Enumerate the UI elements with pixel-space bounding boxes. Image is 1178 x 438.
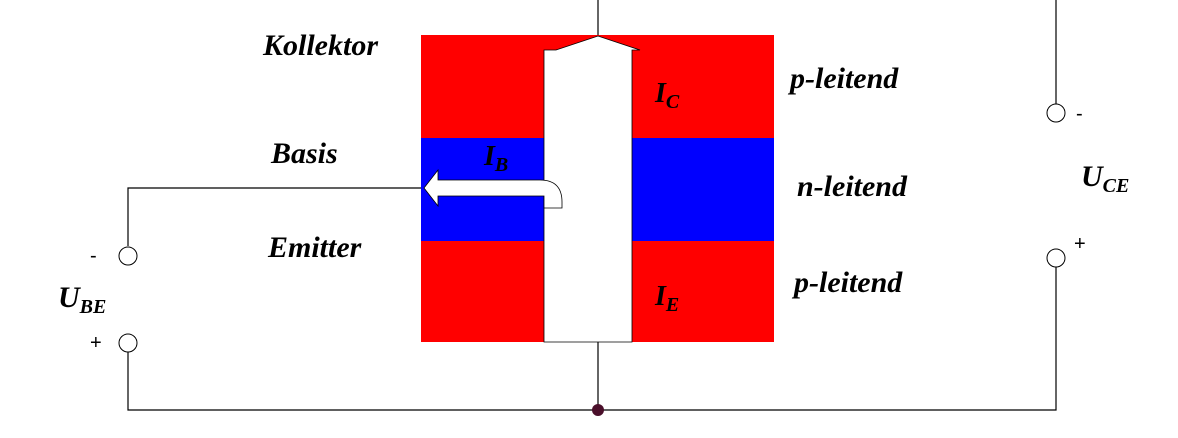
emitter-label: Emitter [267, 231, 362, 264]
uce-plus-terminal [1046, 248, 1066, 268]
emitter-collector-current-arrow [543, 35, 641, 343]
uce-label: UCE [1081, 160, 1129, 197]
n-mid-label: n-leitend [797, 170, 908, 203]
collector-label: Kollektor [262, 29, 378, 62]
uce-minus-terminal [1046, 103, 1066, 123]
uce-minus-sign: - [1076, 103, 1083, 125]
junction-dot [592, 404, 604, 416]
ib-label: IB [483, 141, 508, 176]
uce-plus-sign: + [1074, 233, 1086, 255]
ube-minus-terminal [118, 246, 138, 266]
p-top-label: p-leitend [787, 62, 899, 95]
base-label: Basis [270, 137, 338, 170]
base-wire [127, 187, 421, 246]
base-current-arrow [423, 168, 563, 209]
ube-plus-terminal [118, 333, 138, 353]
p-bottom-label: p-leitend [791, 266, 903, 299]
ie-label: IE [654, 281, 679, 316]
ube-plus-sign: + [90, 332, 102, 354]
ic-label: IC [654, 78, 680, 113]
ube-label: UBE [58, 281, 106, 318]
ube-minus-sign: - [90, 245, 97, 267]
